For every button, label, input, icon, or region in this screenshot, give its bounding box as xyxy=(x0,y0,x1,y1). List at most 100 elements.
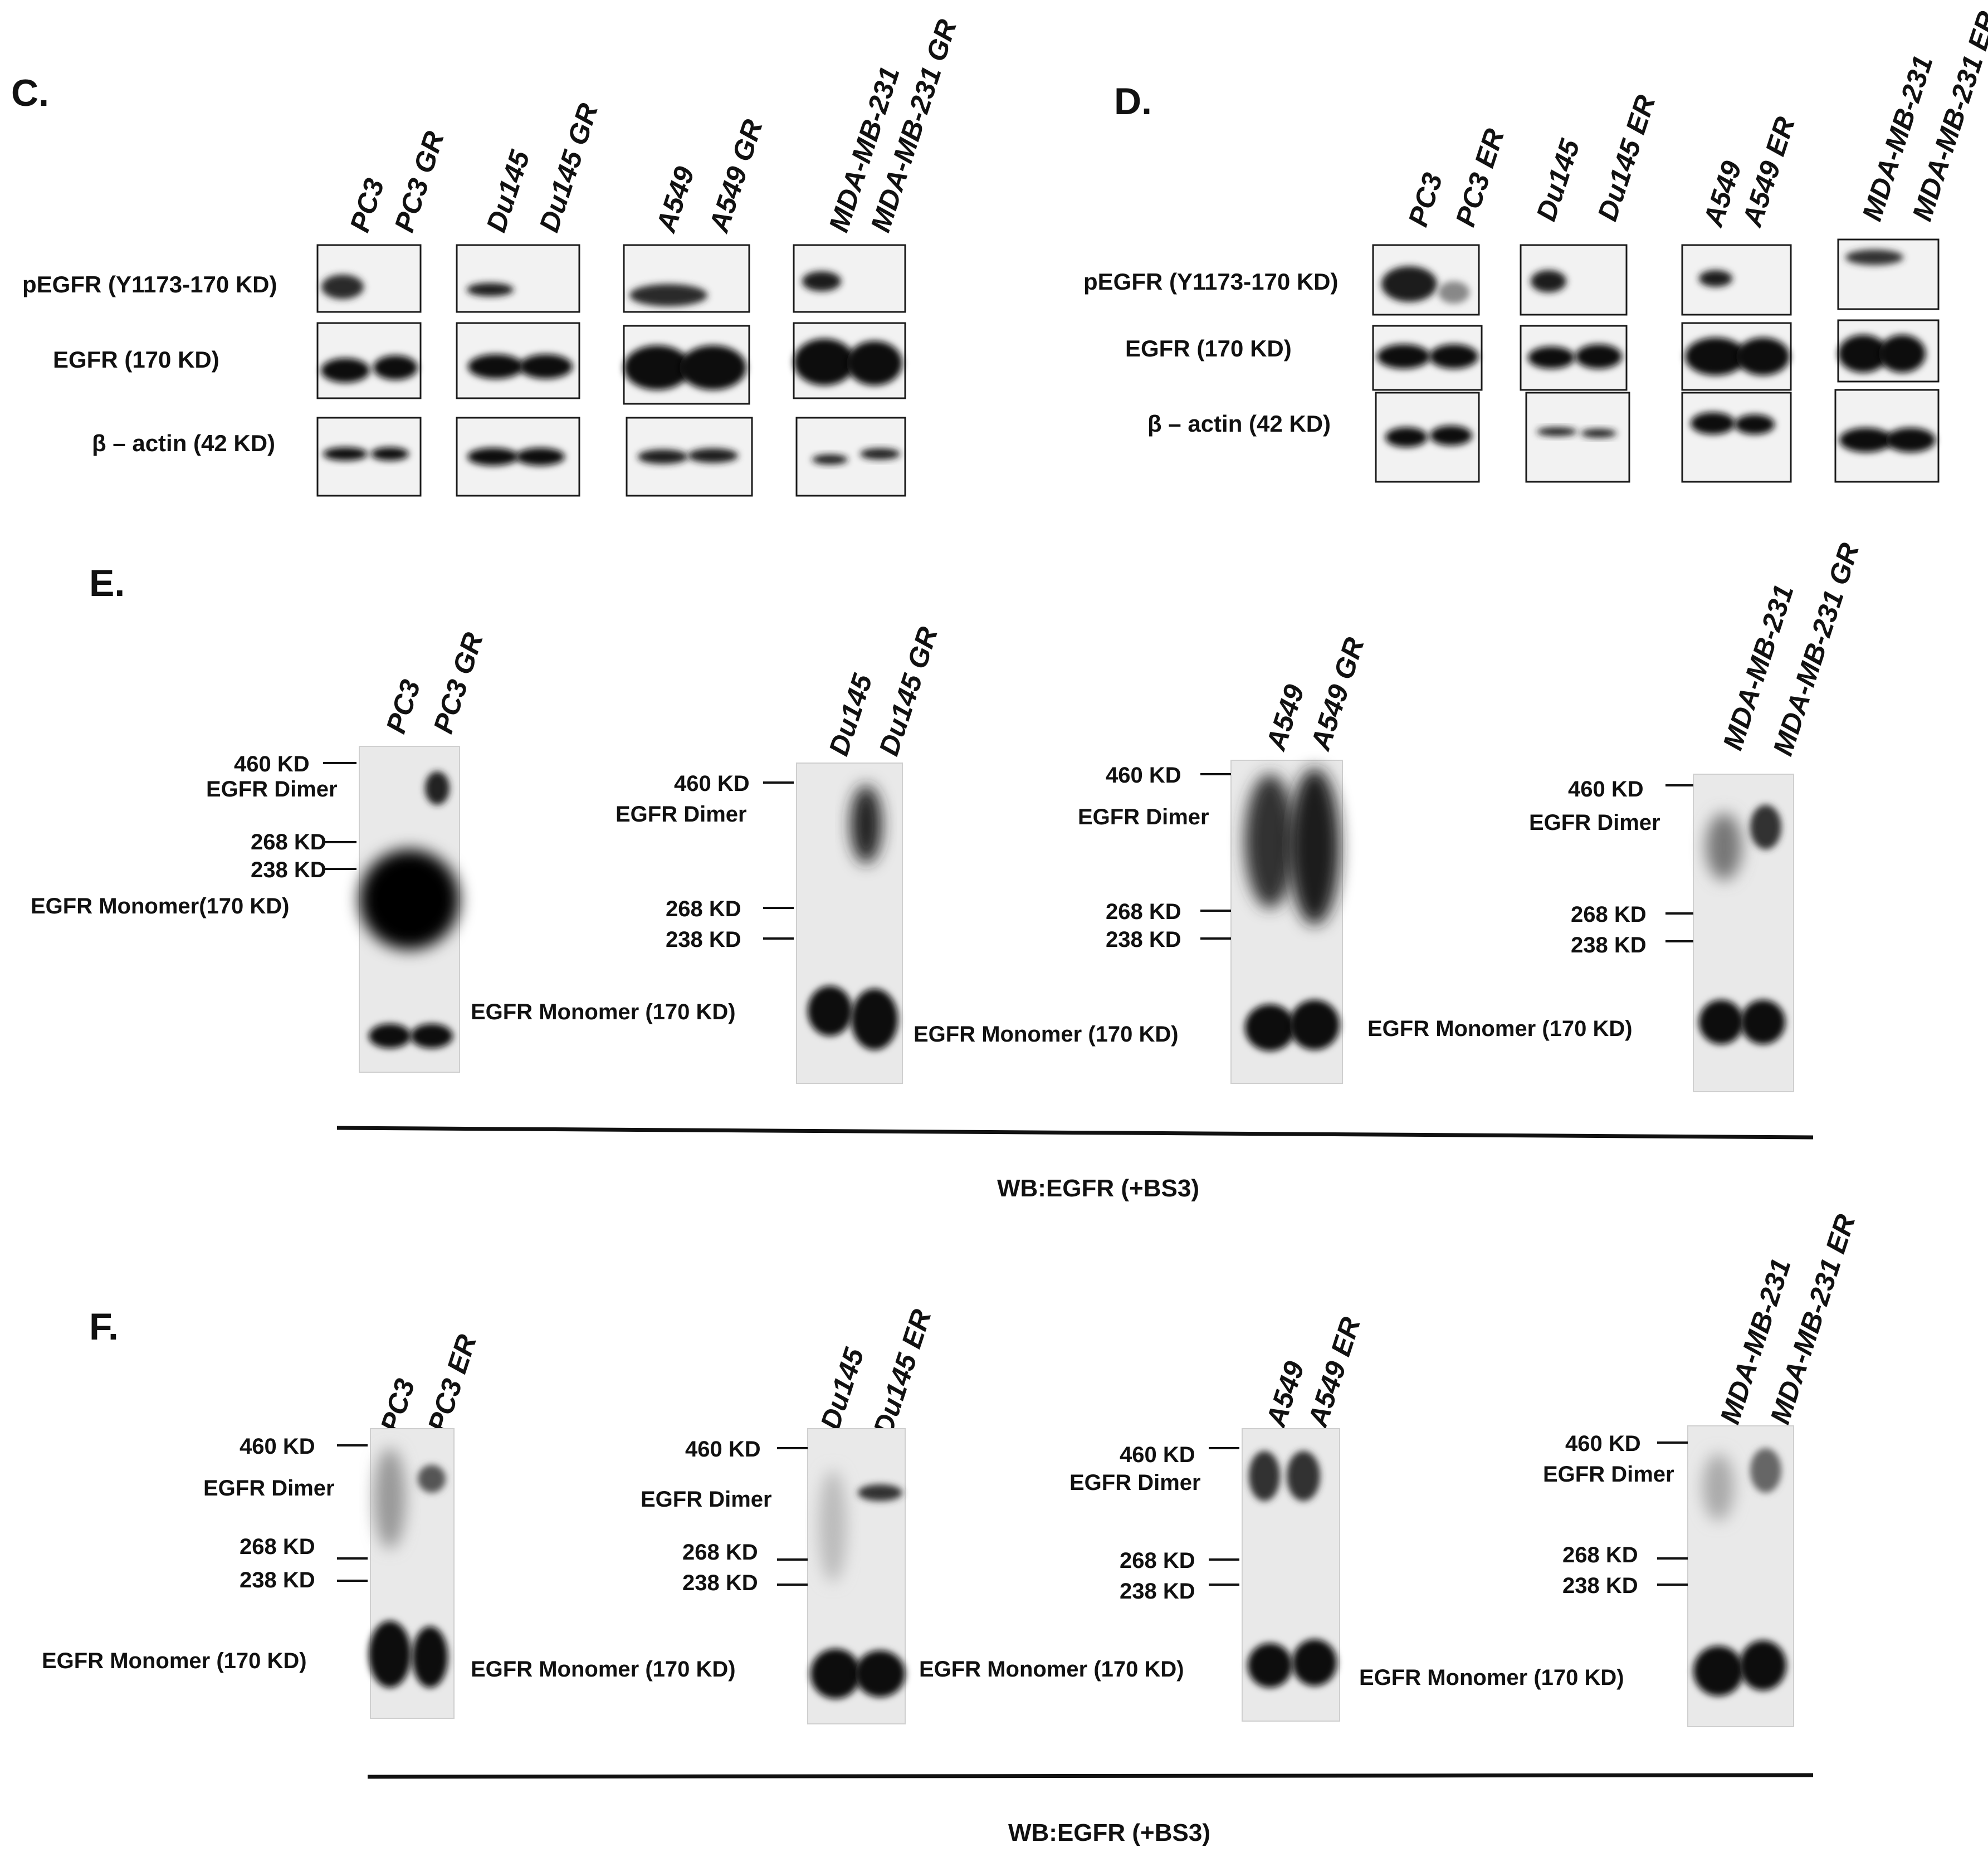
protein-band xyxy=(812,454,848,465)
panel-e-letter: E. xyxy=(89,562,125,604)
protein-band xyxy=(1735,414,1775,434)
marker-label: 460 KD xyxy=(240,1434,315,1459)
blot-strip xyxy=(1525,392,1630,483)
lane-label: A549 ER xyxy=(1302,1313,1367,1431)
egfr-row-label: EGFR (170 KD) xyxy=(53,346,219,373)
dimer-band xyxy=(418,1465,446,1493)
dimer-band xyxy=(1249,1451,1280,1501)
dimer-label: EGFR Dimer xyxy=(616,802,747,827)
marker-label: 268 KD xyxy=(1106,900,1181,924)
monomer-band xyxy=(359,849,460,950)
marker-label: 460 KD xyxy=(234,752,310,776)
lane-label: PC3 xyxy=(380,676,426,737)
dimer-band xyxy=(1245,774,1295,908)
monomer-band xyxy=(369,1024,411,1048)
monomer-label: EGFR Monomer (170 KD) xyxy=(1367,1016,1633,1041)
blot-strip xyxy=(456,244,580,313)
actin-row-label: β – actin (42 KD) xyxy=(92,430,275,456)
separator-line xyxy=(336,1126,1814,1140)
protein-band xyxy=(1537,427,1577,436)
protein-band xyxy=(321,358,370,383)
marker-label: 460 KD xyxy=(1565,1431,1641,1456)
lane-label: A549 xyxy=(1260,681,1311,755)
monomer-label: EGFR Monomer (170 KD) xyxy=(919,1657,1184,1682)
panel-d: D. PC3 PC3 ER Du145 Du145 ER A549 A549 E… xyxy=(1083,8,1988,483)
lane-label: Du145 xyxy=(480,146,536,236)
monomer-label: EGFR Monomer(170 KD) xyxy=(31,894,290,918)
dimer-label: EGFR Dimer xyxy=(1069,1470,1201,1495)
dimer-band xyxy=(425,771,450,805)
protein-band xyxy=(629,284,707,306)
monomer-band xyxy=(851,989,898,1050)
monomer-band xyxy=(1245,1004,1295,1051)
protein-band xyxy=(516,448,565,466)
protein-band xyxy=(1879,335,1926,373)
monomer-band xyxy=(1699,1000,1743,1044)
marker-label: 268 KD xyxy=(1120,1548,1195,1573)
pegfr-row-label: pEGFR (Y1173-170 KD) xyxy=(22,271,277,297)
marker-label: 268 KD xyxy=(1562,1543,1638,1567)
dimer-band xyxy=(1750,1448,1781,1493)
monomer-band xyxy=(1740,1640,1786,1690)
dimer-label: EGFR Dimer xyxy=(206,777,338,802)
panel-e-footer: WB:EGFR (+BS3) xyxy=(997,1175,1199,1202)
lane-label: Du145 ER xyxy=(867,1306,937,1439)
monomer-label: EGFR Monomer (170 KD) xyxy=(1359,1665,1624,1690)
monomer-band xyxy=(810,1649,861,1699)
monomer-band xyxy=(1289,1000,1340,1050)
protein-band xyxy=(1685,338,1746,375)
blot-strip xyxy=(1681,244,1792,316)
monomer-band xyxy=(1693,1646,1743,1696)
protein-band xyxy=(373,355,418,380)
actin-row-label: β – actin (42 KD) xyxy=(1147,410,1331,437)
protein-band xyxy=(1845,250,1903,265)
dimer-band xyxy=(819,1470,847,1582)
marker-label: 460 KD xyxy=(685,1437,761,1462)
marker-label: 460 KD xyxy=(1106,763,1181,788)
protein-band xyxy=(1429,344,1478,369)
protein-band xyxy=(1839,428,1893,452)
lane-label: PC3 ER xyxy=(422,1331,482,1436)
protein-band xyxy=(1699,270,1732,287)
lane-label: PC3 GR xyxy=(427,629,489,737)
dimer-band xyxy=(1703,1454,1734,1521)
marker-label: 460 KD xyxy=(1120,1443,1195,1467)
lane-label: A549 GR xyxy=(1305,634,1370,755)
protein-band xyxy=(860,448,900,460)
protein-band xyxy=(519,354,573,379)
protein-band xyxy=(468,354,524,379)
marker-label: 268 KD xyxy=(251,830,326,854)
protein-band xyxy=(1575,344,1622,369)
lane-label: PC3 ER xyxy=(1449,125,1510,230)
monomer-band xyxy=(412,1626,448,1688)
protein-band xyxy=(467,448,519,466)
monomer-label: EGFR Monomer (170 KD) xyxy=(471,1657,736,1682)
protein-band xyxy=(638,449,688,464)
lane-label: PC3 xyxy=(344,174,390,236)
protein-band xyxy=(1377,344,1430,369)
monomer-band xyxy=(1292,1639,1337,1686)
protein-band xyxy=(1430,426,1472,446)
dimer-label: EGFR Dimer xyxy=(1543,1462,1674,1487)
marker-label: 238 KD xyxy=(1106,927,1181,952)
marker-label: 268 KD xyxy=(1571,902,1647,927)
lane-label: PC3 xyxy=(1402,169,1448,230)
lane-label: Du145 GR xyxy=(873,623,944,760)
marker-label: 238 KD xyxy=(1571,933,1647,957)
protein-band xyxy=(1385,427,1428,447)
lane-label: Du145 ER xyxy=(1591,91,1661,224)
marker-label: 238 KD xyxy=(251,858,326,882)
dimer-band xyxy=(1289,769,1340,925)
pegfr-row-label: pEGFR (Y1173-170 KD) xyxy=(1083,268,1339,295)
protein-band xyxy=(1531,270,1566,292)
monomer-label: EGFR Monomer (170 KD) xyxy=(471,1000,736,1024)
protein-band xyxy=(1736,338,1790,375)
monomer-band xyxy=(369,1621,411,1688)
protein-band xyxy=(794,339,855,385)
marker-label: 460 KD xyxy=(1568,777,1644,802)
lane-label: Du145 xyxy=(814,1343,870,1433)
monomer-band xyxy=(411,1024,453,1048)
monomer-band xyxy=(808,986,852,1036)
blot-strip xyxy=(1681,392,1792,483)
